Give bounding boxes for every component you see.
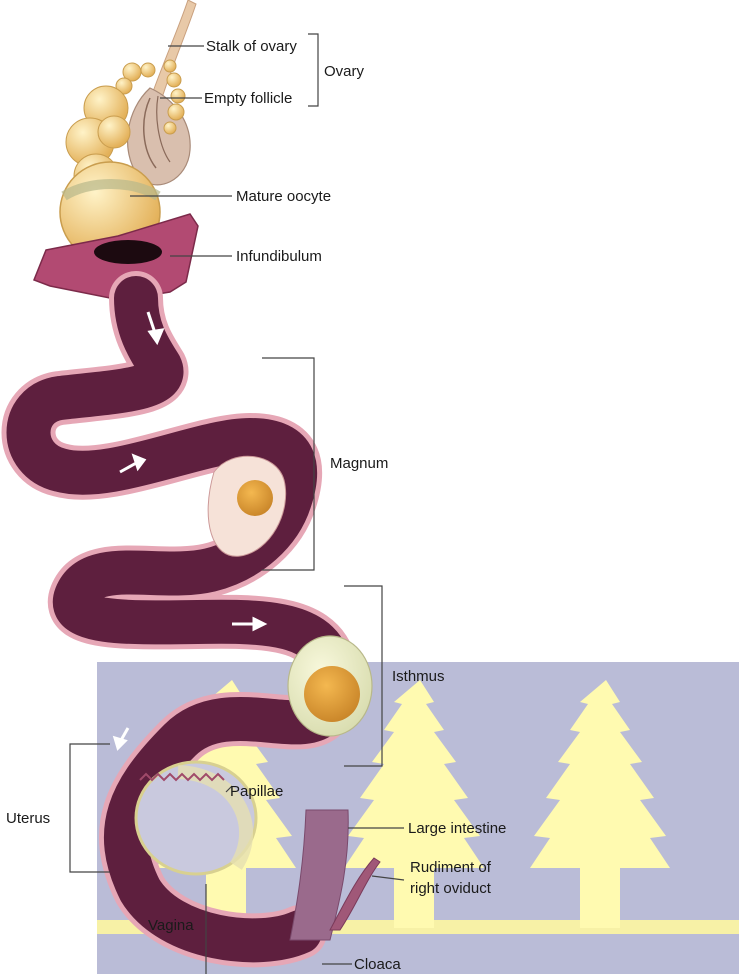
label-isthmus: Isthmus: [392, 668, 445, 685]
label-rudiment-line2: right oviduct: [410, 880, 492, 897]
label-cloaca: Cloaca: [354, 956, 401, 973]
label-rudiment-line1: Rudiment of: [410, 859, 492, 876]
label-magnum: Magnum: [330, 455, 388, 472]
label-uterus: Uterus: [6, 810, 50, 827]
label-infundibulum: Infundibulum: [236, 248, 322, 265]
label-ovary: Ovary: [324, 63, 365, 80]
label-stalk-of-ovary: Stalk of ovary: [206, 38, 297, 55]
label-mature-oocyte: Mature oocyte: [236, 188, 331, 205]
label-empty-follicle: Empty follicle: [204, 90, 292, 107]
label-vagina: Vagina: [148, 917, 194, 934]
label-papillae: Papillae: [230, 783, 283, 800]
ovary-stalk: [150, 0, 196, 104]
label-large-intestine: Large intestine: [408, 820, 506, 837]
